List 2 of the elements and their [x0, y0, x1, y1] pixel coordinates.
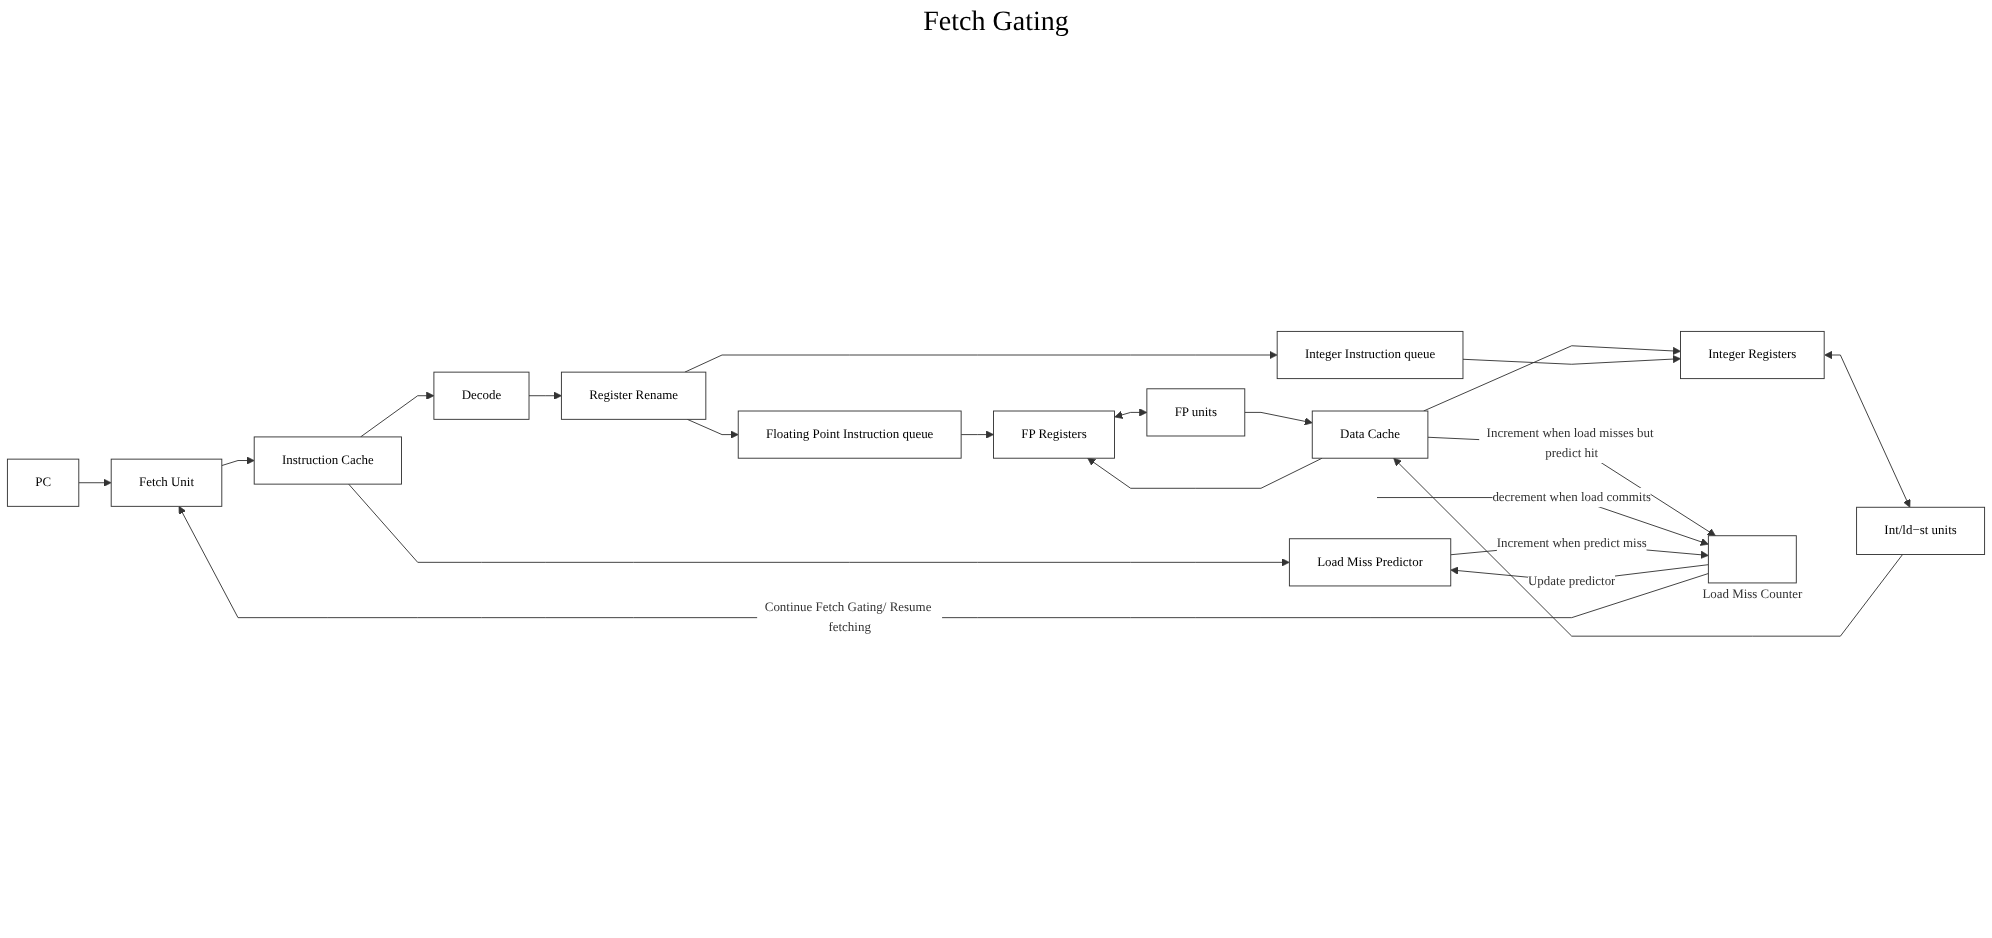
node-box — [1707, 534, 1797, 583]
note-text: Fetch Gating — [923, 8, 1069, 40]
